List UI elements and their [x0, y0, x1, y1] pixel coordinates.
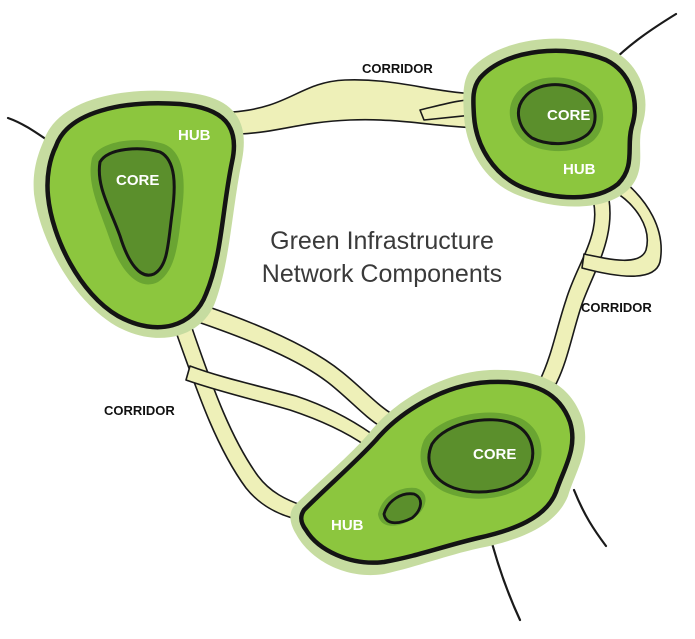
diagram-title-line2: Network Components [262, 260, 502, 288]
core-left-label: CORE [116, 172, 159, 189]
core-bottom-label: CORE [473, 446, 516, 463]
diagram-title-line1: Green Infrastructure [270, 227, 494, 255]
corridor-left-label: CORRIDOR [104, 403, 175, 418]
hub-left-label: HUB [178, 127, 211, 144]
hub-bottom-label: HUB [331, 517, 364, 534]
hub-left [34, 91, 244, 338]
corridor-top-label: CORRIDOR [362, 61, 433, 76]
core-top-right-label: CORE [547, 107, 590, 124]
hub-top-right-label: HUB [563, 161, 596, 178]
hub-bottom [290, 370, 585, 575]
corridor-right-label: CORRIDOR [581, 300, 652, 315]
corridor-right-ribbon [540, 186, 610, 384]
